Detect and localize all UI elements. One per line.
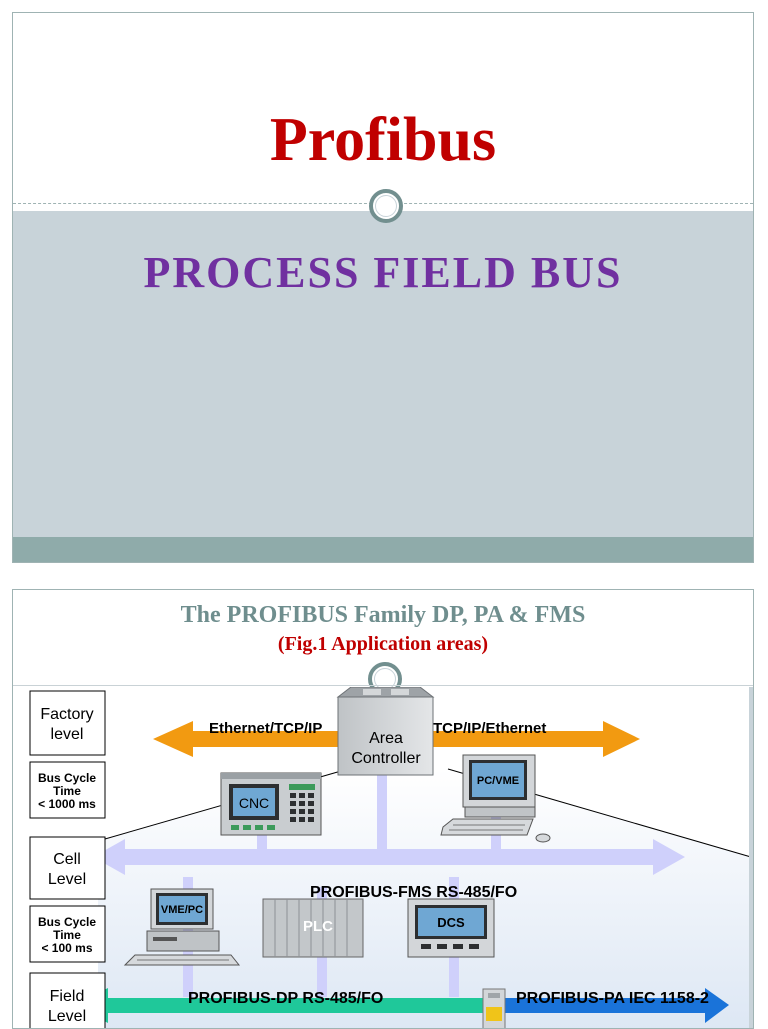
cnc-label: CNC <box>239 795 269 811</box>
ring-ornament-icon <box>369 189 403 223</box>
svg-text:Time: Time <box>53 928 81 942</box>
footer-bar <box>13 537 753 562</box>
plc-label: PLC <box>303 918 333 935</box>
svg-text:Time: Time <box>53 784 81 798</box>
svg-text:Level: Level <box>48 871 86 888</box>
ethernet-right-label: TCP/IP/Ethernet <box>433 720 546 737</box>
pc-vme-label: PC/VME <box>477 775 519 787</box>
fms-arrow <box>93 839 685 875</box>
svg-text:Level: Level <box>48 1008 86 1025</box>
title-slide: Profibus PROCESS FIELD BUS <box>12 12 754 563</box>
factory-cycle-box: Bus Cycle Time < 1000 ms <box>29 761 106 819</box>
application-areas-diagram: Ethernet/TCP/IP TCP/IP/Ethernet PROFIBUS… <box>13 687 753 1028</box>
pa-label: PROFIBUS-PA IEC 1158-2 <box>516 990 709 1007</box>
title-area <box>13 13 753 206</box>
cell-level-box: Cell Level <box>29 836 106 900</box>
dp-label: PROFIBUS-DP RS-485/FO <box>188 990 383 1007</box>
vme-pc-label: VME/PC <box>161 904 203 916</box>
dp-arrow <box>73 988 483 1023</box>
area-controller-icon: Area Controller <box>336 687 435 776</box>
svg-text:Factory: Factory <box>40 706 93 723</box>
slide-title: The PROFIBUS Family DP, PA & FMS <box>180 602 586 628</box>
svg-text:< 100 ms: < 100 ms <box>41 941 92 955</box>
slide-subtitle: PROCESS FIELD BUS <box>143 248 623 297</box>
svg-text:Cell: Cell <box>53 851 81 868</box>
svg-text:Controller: Controller <box>351 750 421 767</box>
svg-text:< 1000 ms: < 1000 ms <box>38 797 96 811</box>
diagram-svg: Ethernet/TCP/IP TCP/IP/Ethernet PROFIBUS… <box>29 687 753 1028</box>
figure-caption: (Fig.1 Application areas) <box>277 633 489 655</box>
ethernet-left-label: Ethernet/TCP/IP <box>209 720 322 737</box>
plc-icon: PLC <box>262 898 364 958</box>
subtitle-area <box>13 211 753 537</box>
slide-title: Profibus <box>269 106 497 174</box>
dp-pa-coupler-icon <box>482 988 506 1028</box>
cnc-icon: CNC <box>220 772 322 836</box>
svg-text:level: level <box>51 726 84 743</box>
divider-line <box>13 685 753 686</box>
fms-label: PROFIBUS-FMS RS-485/FO <box>310 884 517 901</box>
factory-level-box: Factory level <box>29 690 106 756</box>
family-slide: The PROFIBUS Family DP, PA & FMS (Fig.1 … <box>12 589 754 1029</box>
vme-pc-icon: VME/PC <box>123 888 241 966</box>
dcs-label: DCS <box>437 915 465 930</box>
svg-text:Bus Cycle: Bus Cycle <box>38 771 96 785</box>
svg-text:Field: Field <box>50 988 85 1005</box>
field-level-box: Field Level <box>29 972 106 1028</box>
pa-arrow <box>505 988 729 1023</box>
dcs-icon: DCS <box>407 898 495 958</box>
cell-cycle-box: Bus Cycle Time < 100 ms <box>29 905 106 963</box>
area-controller-label: Area <box>369 730 403 747</box>
svg-text:Bus Cycle: Bus Cycle <box>38 915 96 929</box>
pc-vme-icon: PC/VME <box>440 754 551 843</box>
